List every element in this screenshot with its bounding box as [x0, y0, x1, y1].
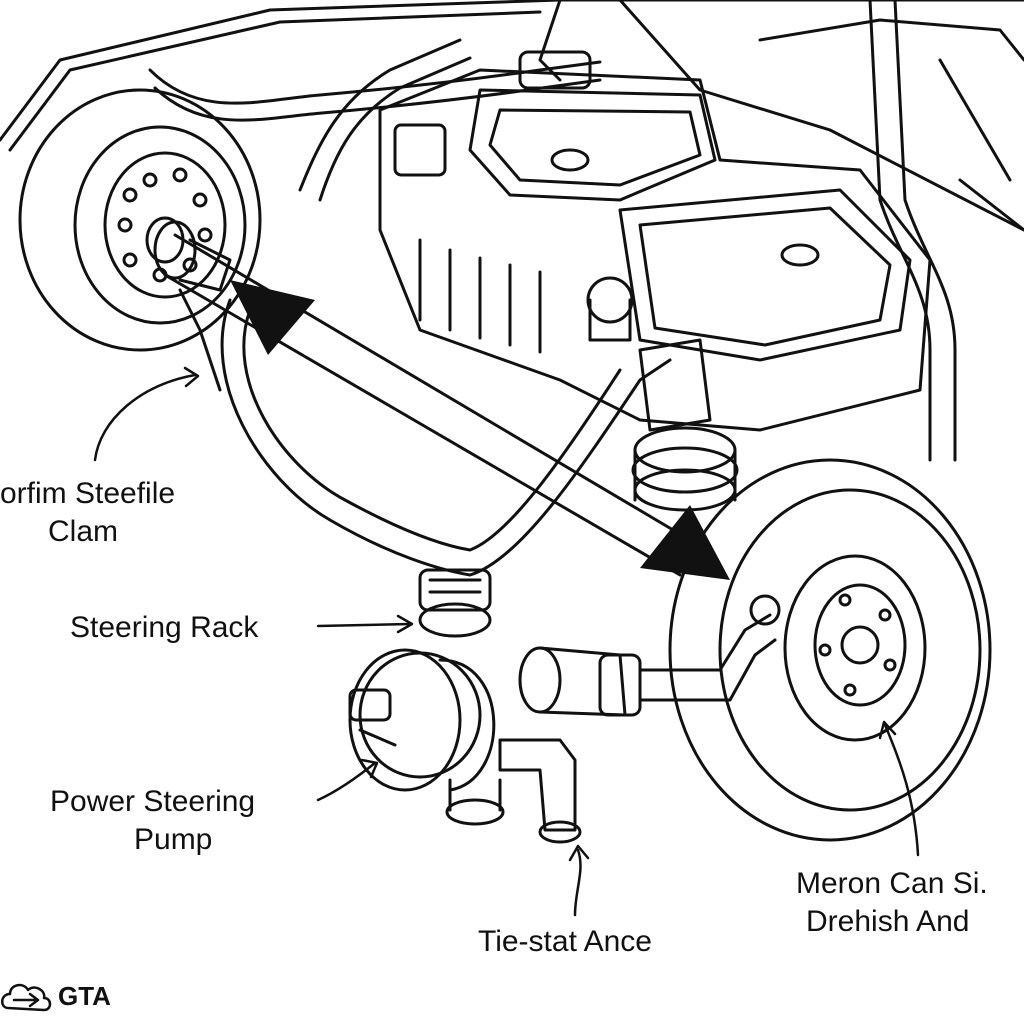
engine-block [378, 68, 932, 432]
right-vertical-pipe [868, 0, 957, 462]
label-right-line1: Meron Can Si. [796, 867, 988, 900]
label-power-pump-line1: Power Steering [50, 785, 256, 818]
label-tie-stat: Tie-stat Ance [478, 925, 652, 958]
leader-right-head [878, 720, 897, 740]
car-body [0, 0, 1024, 232]
label-right-line2: Drehish And [806, 905, 970, 938]
leader-right [883, 723, 920, 857]
leader-tie-stat [573, 848, 582, 917]
hose-fitting [518, 594, 781, 717]
label-steering-rack: Steering Rack [70, 611, 259, 644]
leader-steering-rack [316, 622, 412, 628]
lower-control-arm [178, 288, 672, 577]
left-wheel [18, 88, 262, 352]
leader-top-left [93, 373, 197, 462]
label-top-left-line2: Clam [48, 515, 119, 548]
logo-text: GTA [58, 981, 111, 1011]
rack-fitting [418, 568, 492, 638]
tie-rod-bar [153, 220, 692, 577]
leader-lines [93, 366, 920, 917]
cloud-icon [1, 983, 52, 1012]
arrow-head-lower-right [640, 505, 730, 580]
arrow-head-upper-left [230, 280, 315, 355]
upper-hose [148, 38, 602, 202]
steering-bellows [631, 338, 739, 512]
leader-pump-head [360, 758, 379, 779]
leader-top-left-head [183, 366, 200, 388]
label-power-pump-line2: Pump [134, 823, 213, 856]
leader-pump [316, 761, 377, 802]
leader-tie-stat-head [568, 844, 590, 862]
direction-arrows [230, 280, 730, 580]
power-steering-pump [348, 648, 582, 844]
leader-steering-rack-head [396, 614, 414, 634]
label-top-left-line1: orfim Steefile [0, 477, 176, 510]
right-wheel [668, 458, 992, 842]
